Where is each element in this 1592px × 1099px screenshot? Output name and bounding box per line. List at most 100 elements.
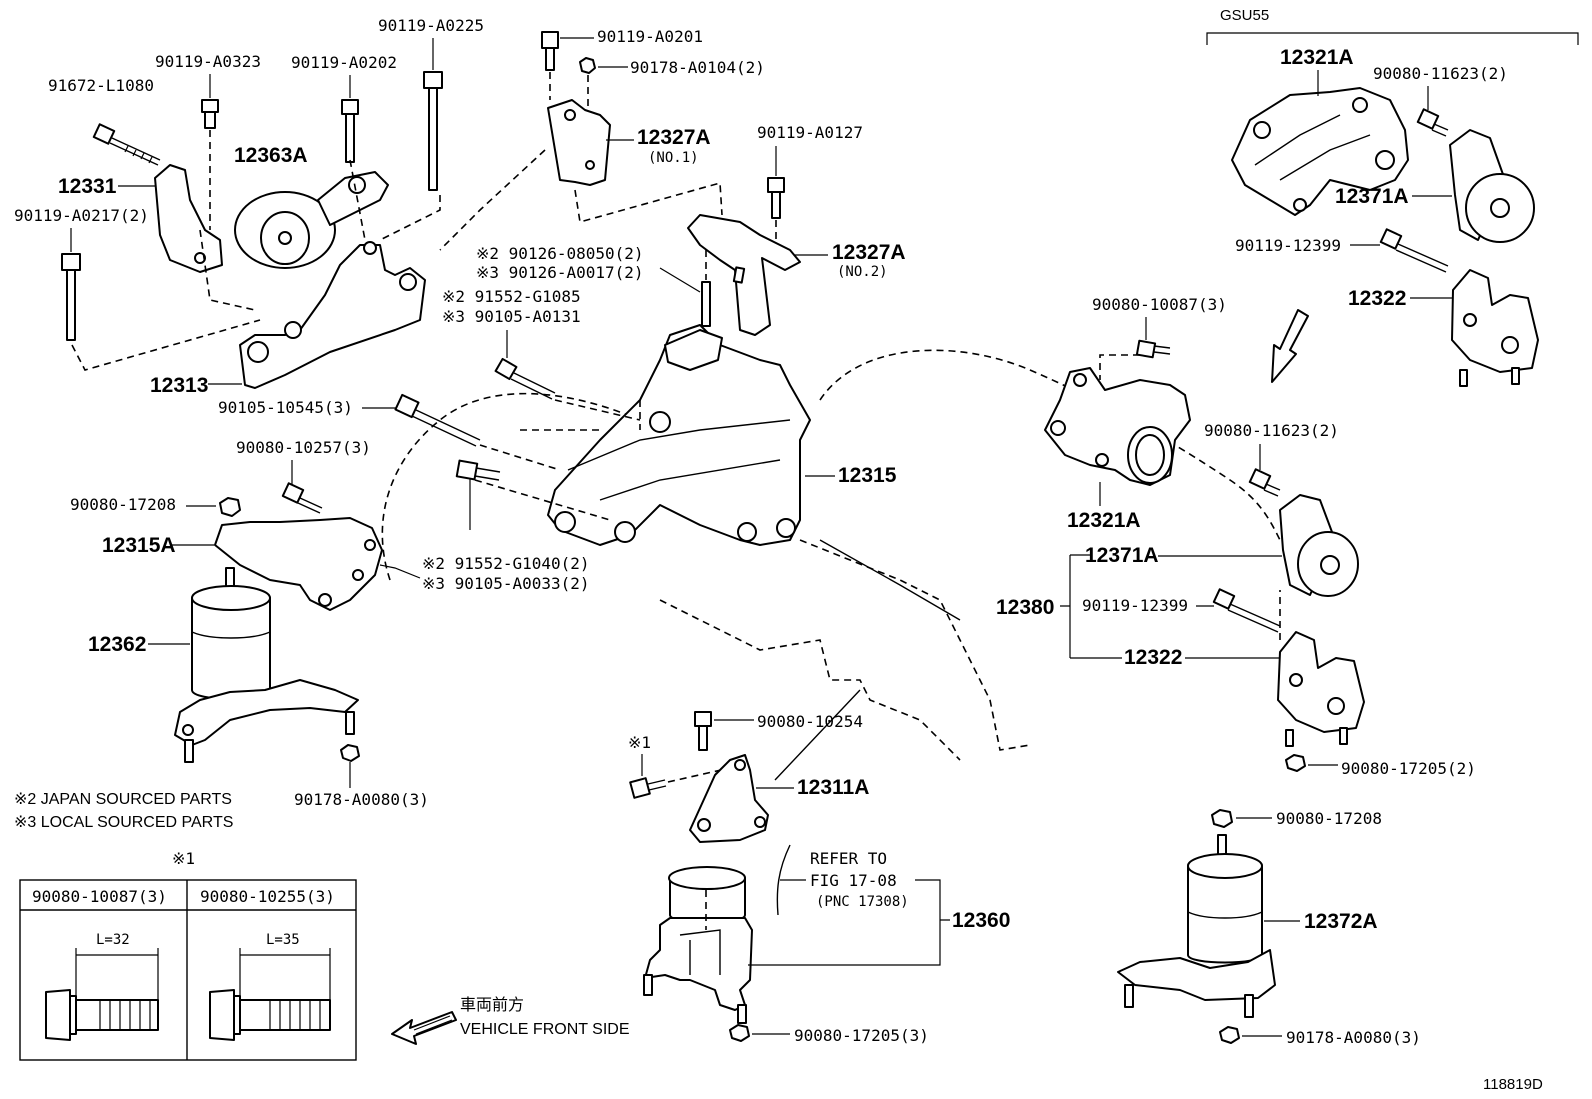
label-90178-A0104: 90178-A0104(2) xyxy=(630,58,765,77)
mount-12371A-mid xyxy=(1279,494,1359,597)
bolt-90119-12399-top xyxy=(1379,228,1449,273)
label-90178-A0080-right: 90178-A0080(3) xyxy=(1286,1028,1421,1047)
stud-90126 xyxy=(701,250,711,327)
label-90080-11623-mid: 90080-11623(2) xyxy=(1204,421,1339,440)
label-90119-A0202: 90119-A0202 xyxy=(291,53,397,72)
label-90080-17205-2: 90080-17205(2) xyxy=(1341,759,1476,778)
bolt-91672-L1080 xyxy=(92,123,161,166)
label-90126-A0017: ※3 90126-A0017(2) xyxy=(476,263,644,282)
vehicle-front-jp: 車両前方 xyxy=(460,996,524,1014)
label-90119-A0127: 90119-A0127 xyxy=(757,123,863,142)
label-12363A: 12363A xyxy=(234,144,308,167)
label-90105-A0033: ※3 90105-A0033(2) xyxy=(422,574,590,593)
label-90178-A0080-left: 90178-A0080(3) xyxy=(294,790,429,809)
model-label: GSU55 xyxy=(1220,7,1269,24)
table-col2-header: 90080-10255(3) xyxy=(200,887,335,906)
label-12371A-mid: 12371A xyxy=(1085,544,1159,567)
table-mark: ※1 xyxy=(172,849,195,868)
nut-90178-A0080-right xyxy=(1219,1026,1240,1044)
bolt-91552-G1040 xyxy=(455,459,501,530)
label-90080-17208-left: 90080-17208 xyxy=(70,495,176,514)
diagram-code: 118819D xyxy=(1483,1076,1543,1093)
label-91672-L1080: 91672-L1080 xyxy=(48,76,154,95)
bracket-12311A xyxy=(689,754,769,843)
direction-arrow xyxy=(1271,309,1309,383)
label-12327A-no1-sub: (NO.1) xyxy=(648,150,699,166)
label-90119-12399-mid: 90119-12399 xyxy=(1082,596,1188,615)
bolt-90080-10254 xyxy=(694,711,712,751)
label-12315A: 12315A xyxy=(102,534,176,557)
mount-12362 xyxy=(174,567,359,763)
bolt-90119-A0201 xyxy=(541,31,559,100)
label-12315: 12315 xyxy=(838,464,897,487)
label-12380: 12380 xyxy=(996,596,1054,619)
mount-12371A-top xyxy=(1449,129,1535,243)
label-12327A-no2-sub: (NO.2) xyxy=(837,264,888,280)
mount-12363A xyxy=(234,171,389,269)
bolt-91552-G1085 xyxy=(494,357,556,400)
label-90080-10257: 90080-10257(3) xyxy=(236,438,371,457)
label-90119-12399-top: 90119-12399 xyxy=(1235,236,1341,255)
label-12327A-no2: 12327A xyxy=(832,241,906,264)
note-japan-sourced: ※2 JAPAN SOURCED PARTS xyxy=(14,791,232,808)
model-bracket: GSU55 xyxy=(1206,7,1579,45)
label-90080-10254: 90080-10254 xyxy=(757,712,863,731)
label-12371A-top: 12371A xyxy=(1335,185,1409,208)
label-12321A-mid: 12321A xyxy=(1067,509,1141,532)
label-12321A-top: 12321A xyxy=(1280,46,1354,69)
nut-90080-17208-right xyxy=(1211,809,1233,828)
bolt-90080-10087-drawing xyxy=(45,989,159,1041)
label-91552-G1040: ※2 91552-G1040(2) xyxy=(422,554,590,573)
bolt-90119-A0202 xyxy=(341,99,359,163)
bolt-mark: ※1 xyxy=(628,733,651,752)
bolt-90080-11623-top xyxy=(1416,108,1449,137)
bracket-12327A-no1 xyxy=(547,99,611,186)
bracket-12322-top xyxy=(1451,269,1539,387)
table-col1-header: 90080-10087(3) xyxy=(32,887,167,906)
nut-90080-17205-3 xyxy=(729,1024,750,1042)
bolt-90119-A0217 xyxy=(61,253,81,341)
bolt-90105-10545 xyxy=(394,393,481,447)
label-91552-G1085: ※2 91552-G1085 xyxy=(442,287,581,306)
mount-12372A xyxy=(1117,834,1276,1018)
bolt-90080-10087 xyxy=(1099,339,1171,380)
vehicle-front-arrow xyxy=(391,1011,457,1045)
bracket-12327A-no2 xyxy=(687,214,801,336)
table-col2-length: L=35 xyxy=(266,932,300,948)
bolt-90119-12399-mid xyxy=(1212,588,1281,633)
label-90080-10087: 90080-10087(3) xyxy=(1092,295,1227,314)
label-12362: 12362 xyxy=(88,633,146,656)
label-90105-10545: 90105-10545(3) xyxy=(218,398,353,417)
bolt-90080-11623-mid xyxy=(1248,468,1281,497)
label-90119-A0217: 90119-A0217(2) xyxy=(14,206,149,225)
label-90119-A0225: 90119-A0225 xyxy=(378,16,484,35)
refer-line3: (PNC 17308) xyxy=(816,894,909,910)
label-90105-A0131: ※3 90105-A0131 xyxy=(442,307,581,326)
label-90080-17208-right: 90080-17208 xyxy=(1276,809,1382,828)
bolt-length-table: ※1 90080-10087(3) 90080-10255(3) L=32 L=… xyxy=(19,849,357,1061)
table-col1-length: L=32 xyxy=(96,932,130,948)
bolt-90119-A0323 xyxy=(201,99,219,230)
label-90119-A0201: 90119-A0201 xyxy=(597,27,703,46)
refer-line2: FIG 17-08 xyxy=(810,871,897,890)
label-12331: 12331 xyxy=(58,175,117,198)
label-90080-11623-top: 90080-11623(2) xyxy=(1373,64,1508,83)
label-12360: 12360 xyxy=(952,909,1010,932)
bracket-12322-mid xyxy=(1277,590,1365,747)
refer-line1: REFER TO xyxy=(810,849,887,868)
label-12313: 12313 xyxy=(150,374,208,397)
bracket-12315A xyxy=(214,517,383,611)
label-12372A: 12372A xyxy=(1304,910,1378,933)
bracket-12331 xyxy=(154,164,223,273)
mount-12360 xyxy=(643,866,753,1024)
nut-90178-A0080-left xyxy=(340,744,360,762)
nut-90080-17205-2 xyxy=(1285,754,1306,772)
label-12322-mid: 12322 xyxy=(1124,646,1182,669)
bolt-90080-10257 xyxy=(281,482,323,514)
bolt-90119-A0225 xyxy=(423,71,443,191)
label-12327A-no1: 12327A xyxy=(637,126,711,149)
bracket-12321A-top xyxy=(1231,87,1409,216)
label-12322-top: 12322 xyxy=(1348,287,1406,310)
